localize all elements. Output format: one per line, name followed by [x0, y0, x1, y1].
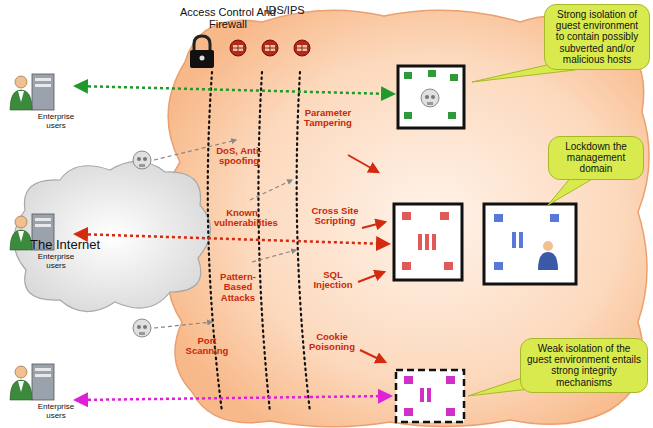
user-label: Enterprise users — [34, 403, 78, 421]
attack-label: Cookie Poisoning — [304, 332, 360, 353]
attack-label: Parameter Tampering — [296, 108, 360, 129]
attack-label: Cross Site Scripting — [306, 206, 364, 227]
attack-label: DoS, Anti-spoofing — [214, 146, 264, 167]
node-text: Enterprise users — [34, 403, 78, 421]
node-text: Enterprise users — [34, 113, 78, 131]
callout-box: Lockdown the management domain — [548, 136, 644, 180]
user-label: Enterprise users — [34, 113, 78, 131]
network-label: The Internet — [30, 238, 130, 252]
attack-label: Pattern-Based Attacks — [212, 272, 264, 303]
node-text: Lockdown the management domain — [555, 141, 637, 175]
callout-box: Weak isolation of the guest environment … — [520, 338, 648, 393]
node-text: Weak isolation of the guest environment … — [527, 343, 641, 388]
node-text: Enterprise users — [34, 253, 78, 271]
callout-box: Strong isolation of guest environment to… — [544, 4, 650, 70]
attack-label: SQL Injection — [306, 270, 360, 291]
layer-label: IDS/IPS — [250, 4, 320, 16]
node-text: Strong isolation of guest environment to… — [551, 9, 643, 65]
attack-label: Port Scanning — [184, 336, 230, 357]
attack-label: Known vulnerabilities — [214, 208, 270, 229]
user-label: Enterprise users — [34, 253, 78, 271]
